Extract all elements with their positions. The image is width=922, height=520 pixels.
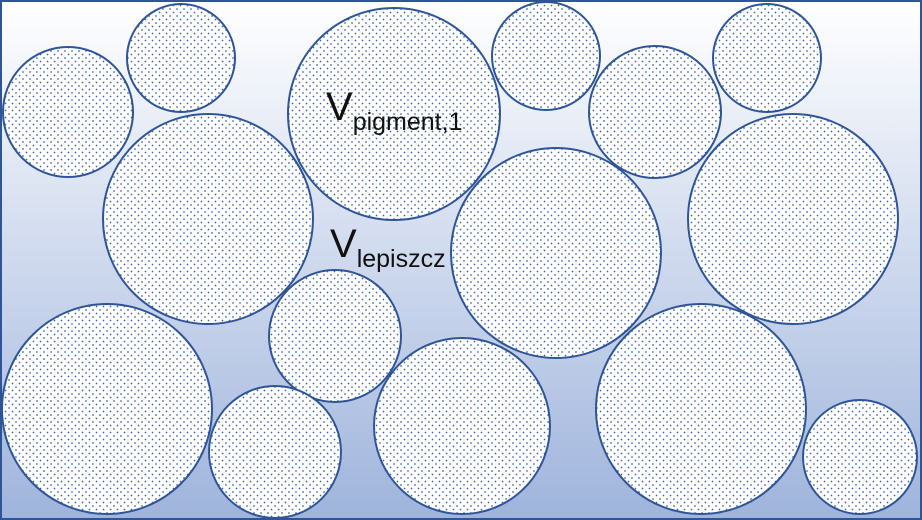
pigment-volume-label: Vpigment,1: [326, 85, 462, 135]
pigment-particle: [1, 303, 213, 515]
pigment-particle: [126, 3, 236, 113]
binder-volume-symbol: V: [330, 222, 357, 266]
binder-volume-label: Vlepiszcz: [330, 222, 446, 272]
pigment-particle: [287, 7, 501, 221]
pigment-volume-symbol: V: [326, 85, 353, 129]
pigment-particle: [712, 3, 822, 113]
pigment-particle: [450, 147, 662, 359]
pigment-particle: [802, 399, 918, 515]
binder-volume-subscript: lepiszcz: [356, 245, 446, 273]
pigment-particle: [102, 113, 314, 325]
pigment-particle: [373, 337, 551, 515]
pigment-particle: [687, 113, 899, 325]
pigment-particle: [491, 1, 601, 111]
pigment-particle: [268, 269, 402, 403]
pigment-particle: [595, 303, 807, 515]
pigment-volume-subscript: pigment,1: [352, 108, 463, 136]
pigment-particle: [208, 385, 342, 519]
pigment-particle: [2, 46, 134, 178]
pigment-particle: [588, 45, 722, 179]
